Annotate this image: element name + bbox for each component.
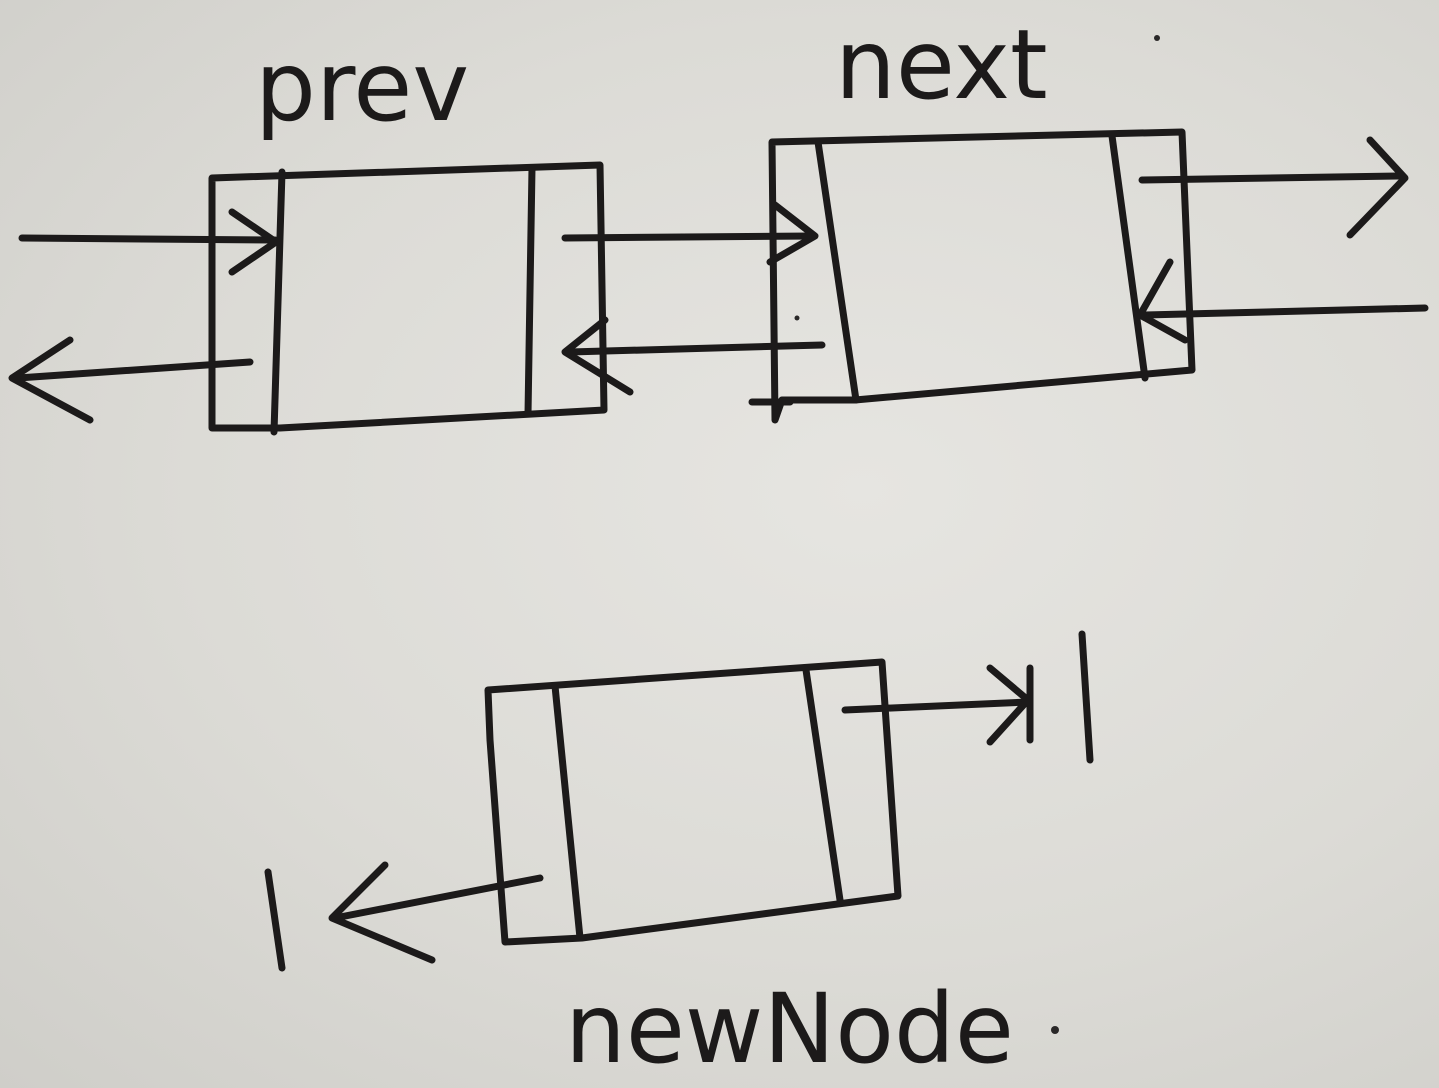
arrow-prev-to-next bbox=[561, 201, 819, 266]
arrow-incoming-prev bbox=[18, 208, 280, 276]
arrow-incoming-next-right bbox=[1136, 258, 1429, 344]
node-newNode-left-divider bbox=[551, 682, 584, 942]
node-prev bbox=[208, 161, 608, 436]
arrow-next-to-prev bbox=[561, 316, 826, 396]
arrow-newNode-next-null bbox=[841, 630, 1094, 764]
node-next bbox=[768, 128, 1196, 424]
node-newNode-label: newNode bbox=[565, 973, 1014, 1085]
arrow-outgoing-next-right bbox=[1138, 136, 1409, 239]
node-next-left-divider bbox=[814, 138, 860, 404]
node-prev-box bbox=[208, 161, 608, 432]
ink-dot bbox=[794, 315, 800, 321]
ink-dot bbox=[1051, 1026, 1059, 1034]
arrow-outgoing-prev-left bbox=[8, 336, 254, 424]
node-prev-label: prev bbox=[255, 31, 469, 143]
node-next-label: next bbox=[835, 9, 1048, 121]
arrow-newNode-prev-null bbox=[264, 861, 544, 972]
node-newNode bbox=[484, 658, 902, 946]
ink-dot bbox=[1154, 35, 1160, 41]
node-next-right-divider bbox=[1108, 132, 1149, 382]
node-newNode-right-divider bbox=[802, 666, 844, 904]
node-prev-right-divider bbox=[524, 164, 536, 418]
node-prev-left-divider bbox=[270, 168, 286, 436]
